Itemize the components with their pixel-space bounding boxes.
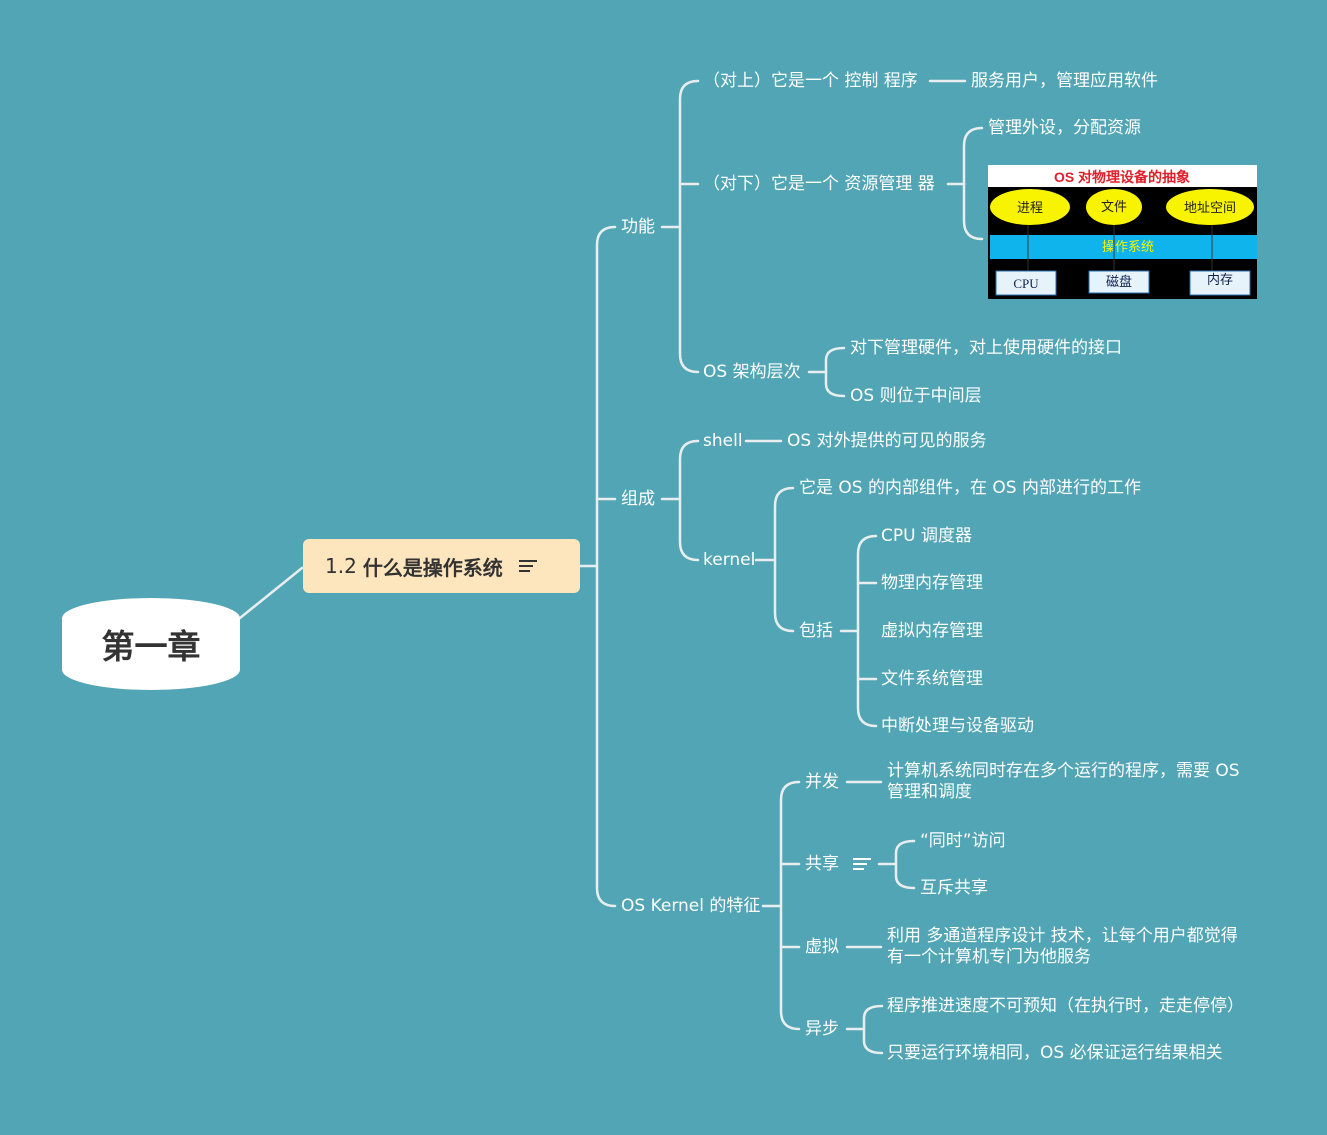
os-image-memory: 内存 bbox=[1207, 272, 1233, 287]
composition-kernel[interactable]: kernel bbox=[703, 550, 756, 570]
branch-features[interactable]: OS Kernel 的特征 bbox=[621, 896, 761, 916]
composition-shell[interactable]: shell bbox=[703, 431, 743, 451]
function-arch[interactable]: OS 架构层次 bbox=[703, 362, 801, 382]
composition-shell-child[interactable]: OS 对外提供的可见的服务 bbox=[787, 431, 987, 451]
kernel-desc[interactable]: 它是 OS 的内部组件，在 OS 内部进行的工作 bbox=[799, 478, 1141, 498]
kernel-include-item[interactable]: CPU 调度器 bbox=[881, 526, 972, 546]
function-upper[interactable]: （对上）它是一个 控制 程序 bbox=[703, 71, 918, 91]
feature-async-child-1[interactable]: 程序推进速度不可预知（在执行时，走走停停） bbox=[887, 996, 1244, 1016]
os-image-file: 文件 bbox=[1101, 199, 1127, 214]
function-lower[interactable]: （对下）它是一个 资源管理 器 bbox=[703, 174, 935, 194]
os-image-os: 操作系统 bbox=[1102, 239, 1154, 254]
feature-virtual-child[interactable]: 利用 多通道程序设计 技术，让每个用户都觉得有一个计算机专门为他服务 bbox=[887, 926, 1238, 967]
notes-icon[interactable] bbox=[518, 557, 537, 575]
topic-number: 1.2 bbox=[325, 554, 357, 578]
function-arch-child-2[interactable]: OS 则位于中间层 bbox=[850, 386, 982, 406]
feature-concurrency-child[interactable]: 计算机系统同时存在多个运行的程序，需要 OS 管理和调度 bbox=[887, 761, 1240, 802]
os-image-title: OS 对物理设备的抽象 bbox=[1054, 169, 1190, 185]
feature-sharing[interactable]: 共享 bbox=[805, 853, 871, 875]
topic-title: 什么是操作系统 bbox=[362, 555, 503, 580]
os-image-process: 进程 bbox=[1017, 200, 1043, 215]
kernel-include-item[interactable]: 文件系统管理 bbox=[881, 669, 983, 689]
feature-sharing-child-1[interactable]: “同时”访问 bbox=[920, 831, 1006, 851]
function-upper-child[interactable]: 服务用户，管理应用软件 bbox=[971, 71, 1158, 91]
feature-virtual[interactable]: 虚拟 bbox=[805, 937, 839, 957]
feature-sharing-child-2[interactable]: 互斥共享 bbox=[920, 878, 988, 898]
kernel-include-item[interactable]: 中断处理与设备驱动 bbox=[881, 716, 1034, 736]
function-lower-child[interactable]: 管理外设，分配资源 bbox=[988, 118, 1141, 138]
os-image-cpu: CPU bbox=[1013, 276, 1039, 291]
notes-icon[interactable] bbox=[853, 855, 871, 873]
feature-async-child-2[interactable]: 只要运行环境相同，OS 必保证运行结果相关 bbox=[887, 1043, 1223, 1063]
central-topic[interactable]: 1.2 什么是操作系统 bbox=[303, 539, 580, 593]
kernel-includes[interactable]: 包括 bbox=[799, 621, 833, 641]
kernel-include-item[interactable]: 虚拟内存管理 bbox=[881, 621, 983, 641]
feature-async[interactable]: 异步 bbox=[805, 1019, 839, 1039]
branch-composition[interactable]: 组成 bbox=[621, 489, 655, 509]
function-arch-child-1[interactable]: 对下管理硬件，对上使用硬件的接口 bbox=[850, 338, 1122, 358]
os-abstraction-image[interactable]: OS 对物理设备的抽象 进程 文件 地址空间 操作系统 CPU 磁盘 内存 bbox=[988, 165, 1257, 299]
root-topic[interactable]: 第一章 bbox=[62, 598, 240, 690]
branch-function[interactable]: 功能 bbox=[621, 217, 655, 237]
os-image-disk: 磁盘 bbox=[1106, 274, 1132, 289]
os-image-address-space: 地址空间 bbox=[1184, 200, 1236, 215]
feature-concurrency[interactable]: 并发 bbox=[805, 772, 839, 792]
kernel-include-item[interactable]: 物理内存管理 bbox=[881, 573, 983, 593]
